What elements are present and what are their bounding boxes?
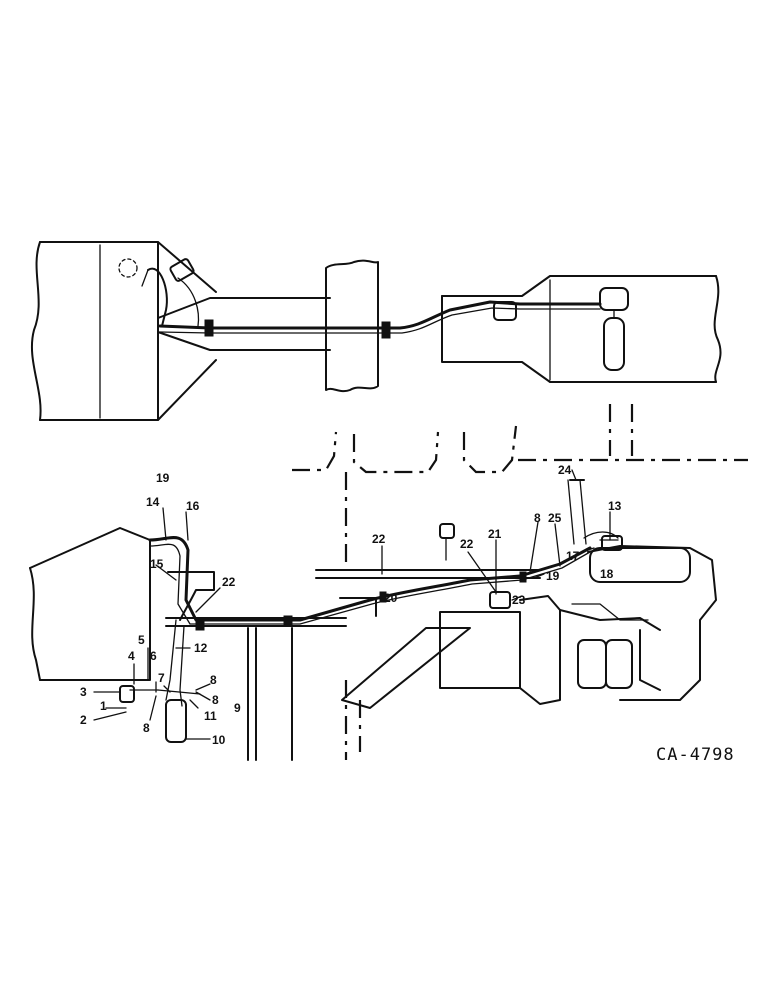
- callout-8-right: 8: [212, 693, 219, 707]
- fuel-pump-body: [589, 547, 691, 583]
- drain-valve: [119, 685, 135, 703]
- callout-19-right: 19: [546, 569, 560, 583]
- callout-9: 9: [234, 701, 241, 715]
- upper-view: [30, 241, 722, 421]
- callout-8-lower: 8: [143, 721, 150, 735]
- callout-21: 21: [488, 527, 502, 541]
- callout-19-left: 19: [156, 471, 170, 485]
- callout-16: 16: [186, 499, 200, 513]
- upper-transmission-housing: [157, 297, 331, 351]
- upper-right-engine: [441, 275, 722, 383]
- callout-3: 3: [80, 685, 87, 699]
- callout-22-top: 22: [372, 532, 386, 546]
- lower-right-engine: [439, 531, 717, 705]
- upper-fuel-lines: [141, 258, 602, 339]
- callout-labels: 1 2 3 4 5 6 7 8 8 8 8 9 10 11 12 13 14 1…: [80, 463, 622, 747]
- callout-2: 2: [80, 713, 87, 727]
- figure-id: CA-4798: [656, 745, 735, 765]
- callout-1: 1: [100, 699, 107, 713]
- callout-20: 20: [384, 591, 398, 605]
- callout-13: 13: [608, 499, 622, 513]
- mounting-bracket: [167, 571, 215, 621]
- callout-25: 25: [548, 511, 562, 525]
- callout-8-top: 8: [534, 511, 541, 525]
- callout-10: 10: [212, 733, 226, 747]
- callout-4: 4: [128, 649, 135, 663]
- callout-leaders: [93, 469, 611, 740]
- callout-24: 24: [558, 463, 572, 477]
- callout-18: 18: [600, 567, 614, 581]
- callout-17: 17: [566, 549, 580, 563]
- line-clamp: [381, 321, 391, 339]
- callout-5: 5: [138, 633, 145, 647]
- callout-22-right: 22: [460, 537, 474, 551]
- callout-23: 23: [512, 593, 526, 607]
- upper-crossmember: [325, 259, 379, 393]
- callout-14: 14: [146, 495, 160, 509]
- callout-7: 7: [158, 671, 165, 685]
- callout-6: 6: [150, 649, 157, 663]
- lower-fuel-lines: [119, 479, 592, 743]
- upper-left-frame: [30, 241, 217, 421]
- injector-housing: [577, 639, 607, 689]
- callout-15: 15: [150, 557, 164, 571]
- fuel-filter-canister: [165, 699, 187, 743]
- dashed-circle-marker: [118, 258, 138, 278]
- callout-8-mid: 8: [210, 673, 217, 687]
- line-clamp: [204, 319, 214, 337]
- callout-11: 11: [204, 709, 217, 723]
- callout-22-left: 22: [222, 575, 236, 589]
- lower-view: [29, 404, 748, 761]
- callout-12: 12: [194, 641, 208, 655]
